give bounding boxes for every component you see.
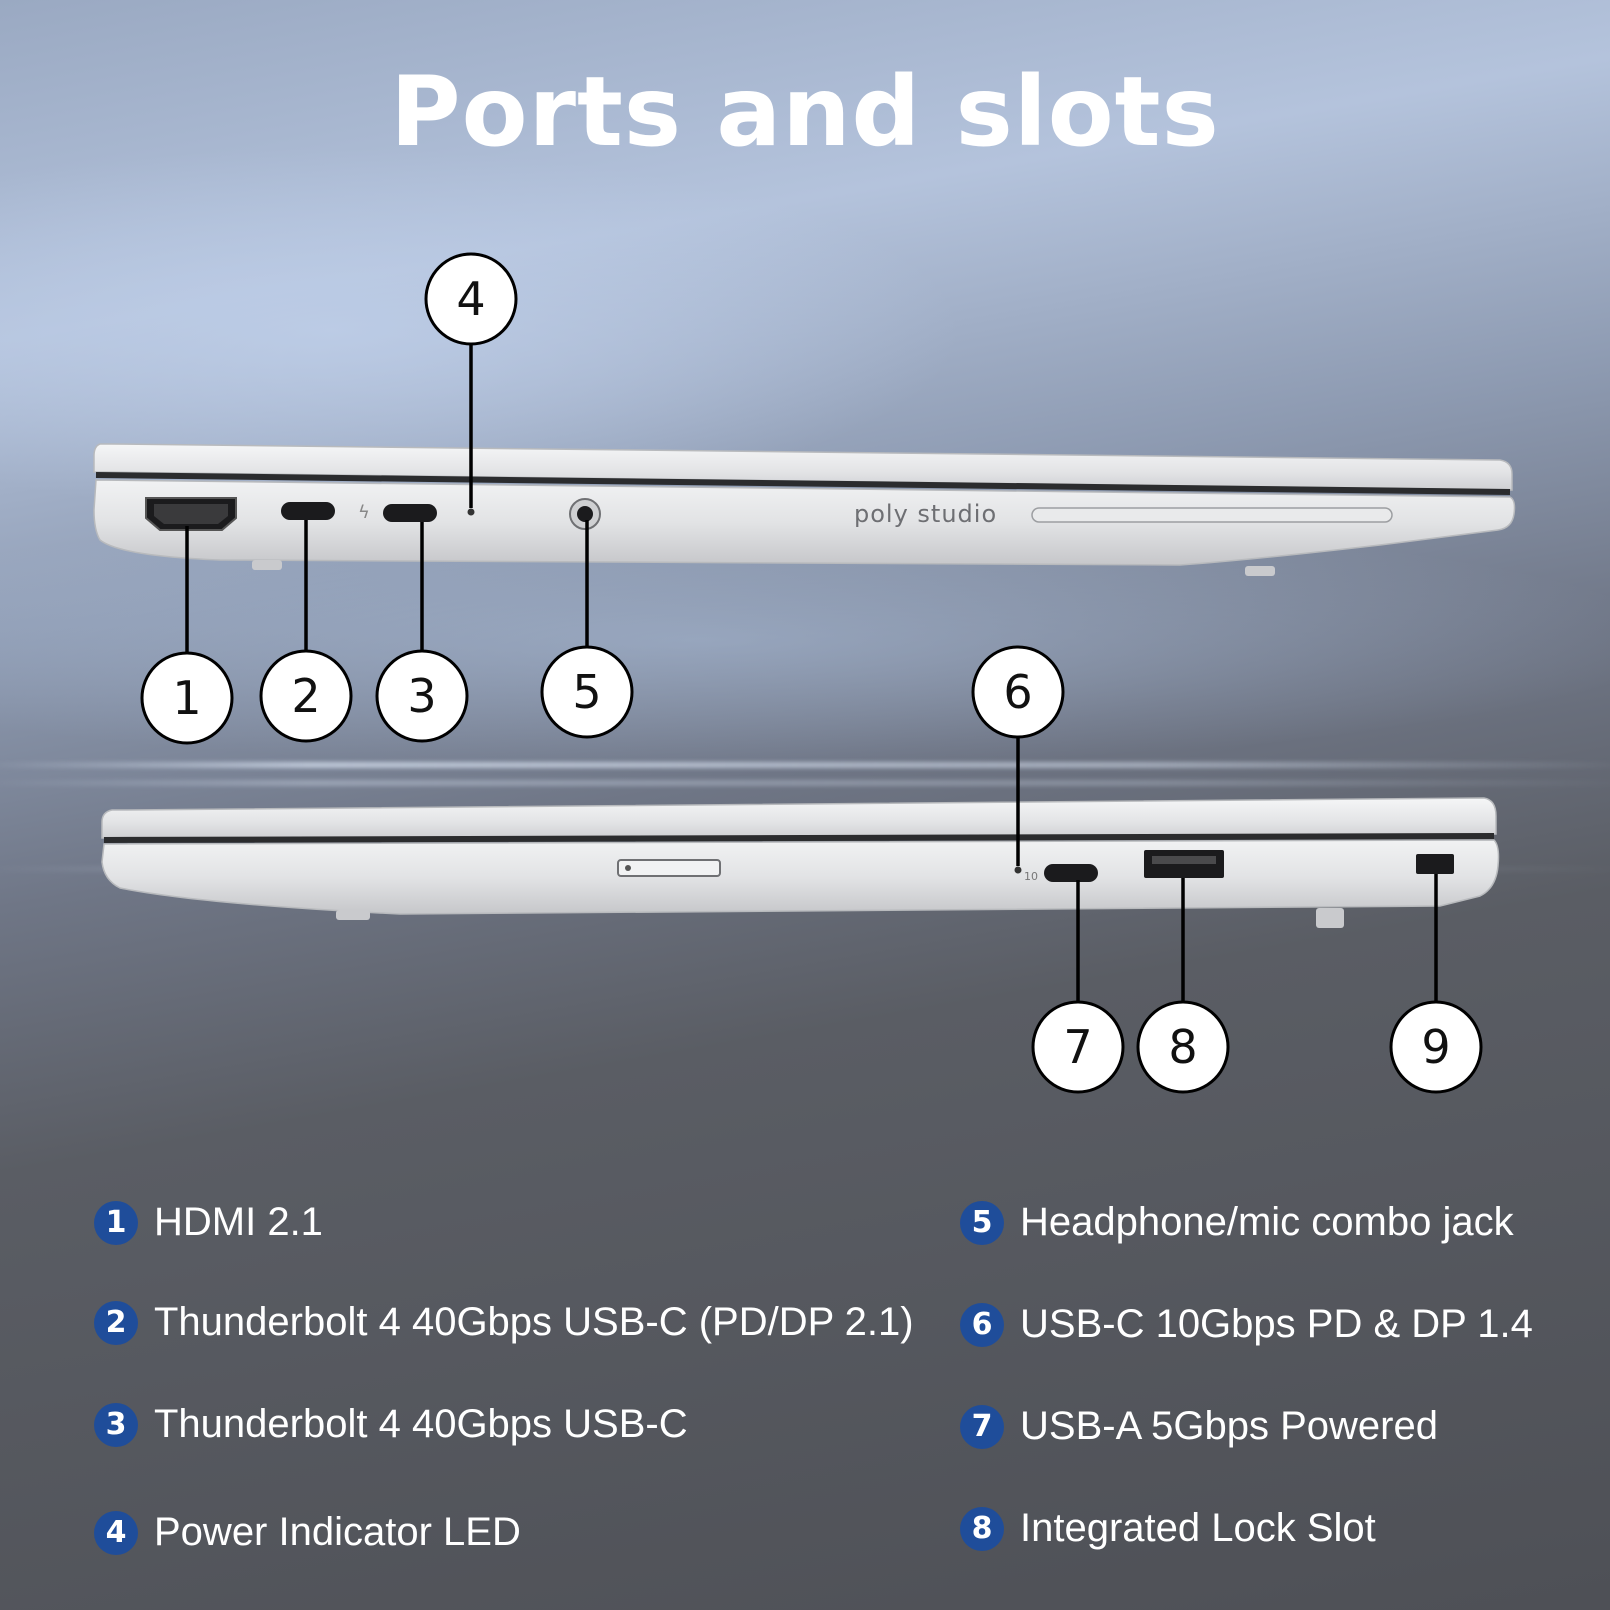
legend-item: 3 Thunderbolt 4 40Gbps USB-C	[94, 1402, 688, 1447]
legend-number-badge: 2	[94, 1300, 138, 1345]
sd-card-slot-icon	[617, 859, 721, 877]
legend-label: Thunderbolt 4 40Gbps USB-C (PD/DP 2.1)	[154, 1300, 914, 1344]
thunderbolt-usb-c-port-icon	[383, 504, 437, 522]
legend-item: 2 Thunderbolt 4 40Gbps USB-C (PD/DP 2.1)	[94, 1300, 914, 1345]
legend-label: Thunderbolt 4 40Gbps USB-C	[154, 1402, 688, 1446]
callout-number: 4	[456, 272, 485, 326]
callout-4: 4	[424, 252, 518, 346]
brand-logo: poly studio	[854, 500, 997, 528]
legend-number-badge: 6	[960, 1302, 1004, 1347]
laptop-seam	[103, 833, 1495, 843]
legend-item: 7 USB-A 5Gbps Powered	[960, 1404, 1438, 1449]
callout-5: 5	[540, 645, 634, 739]
callout-number: 8	[1168, 1020, 1197, 1074]
legend-item: 6 USB-C 10Gbps PD & DP 1.4	[960, 1302, 1533, 1347]
laptop-right-side: 10	[101, 797, 1500, 928]
legend-number-badge: 3	[94, 1402, 138, 1447]
laptop-base	[101, 839, 1500, 915]
thunderbolt-usb-c-port-icon	[281, 502, 335, 520]
legend-number-badge: 5	[960, 1200, 1004, 1245]
callout-3: 3	[375, 649, 469, 743]
legend-label: Power Indicator LED	[154, 1510, 521, 1554]
callout-number: 3	[407, 669, 436, 723]
callout-number: 2	[291, 669, 320, 723]
legend-item: 4 Power Indicator LED	[94, 1510, 521, 1555]
legend-item: 8 Integrated Lock Slot	[960, 1506, 1376, 1551]
legend-number-badge: 8	[960, 1506, 1004, 1551]
laptop-foot	[252, 560, 282, 570]
status-led-icon	[1014, 866, 1022, 874]
legend-item: 1 HDMI 2.1	[94, 1200, 323, 1245]
light-streak	[0, 762, 1610, 768]
legend-item: 5 Headphone/mic combo jack	[960, 1200, 1514, 1245]
laptop-base	[93, 479, 1516, 566]
laptop-left-side: ϟ poly studio	[93, 443, 1516, 576]
usb-speed-icon: 10	[1024, 870, 1038, 883]
callout-9: 9	[1389, 1000, 1483, 1094]
page-title: Ports and slots	[390, 56, 1220, 168]
laptop-seam	[95, 472, 1511, 495]
lock-slot-icon	[1416, 854, 1454, 874]
legend-label: Integrated Lock Slot	[1020, 1506, 1376, 1550]
legend-label: USB-C 10Gbps PD & DP 1.4	[1020, 1302, 1533, 1346]
legend-label: USB-A 5Gbps Powered	[1020, 1404, 1438, 1448]
legend-number-badge: 7	[960, 1404, 1004, 1449]
laptop-lid	[93, 443, 1513, 491]
callout-7: 7	[1031, 1000, 1125, 1094]
callout-number: 1	[172, 671, 201, 725]
light-streak	[0, 780, 1610, 786]
laptop-foot	[1245, 566, 1275, 576]
power-led-icon	[467, 508, 475, 516]
callout-number: 6	[1003, 665, 1032, 719]
legend-number-badge: 4	[94, 1510, 138, 1555]
callout-8: 8	[1136, 1000, 1230, 1094]
usb-c-port-icon	[1044, 864, 1098, 882]
callout-1: 1	[140, 651, 234, 745]
laptop-foot	[1316, 908, 1344, 928]
callout-number: 9	[1421, 1020, 1450, 1074]
laptop-lid	[101, 797, 1497, 839]
legend-number-badge: 1	[94, 1200, 138, 1245]
laptop-foot	[336, 910, 370, 920]
speaker-grille	[1031, 507, 1393, 523]
thunderbolt-icon: ϟ	[358, 502, 370, 523]
callout-number: 5	[572, 665, 601, 719]
callout-2: 2	[259, 649, 353, 743]
legend-label: HDMI 2.1	[154, 1200, 323, 1244]
callout-6: 6	[971, 645, 1065, 739]
legend-label: Headphone/mic combo jack	[1020, 1200, 1514, 1244]
callout-number: 7	[1063, 1020, 1092, 1074]
